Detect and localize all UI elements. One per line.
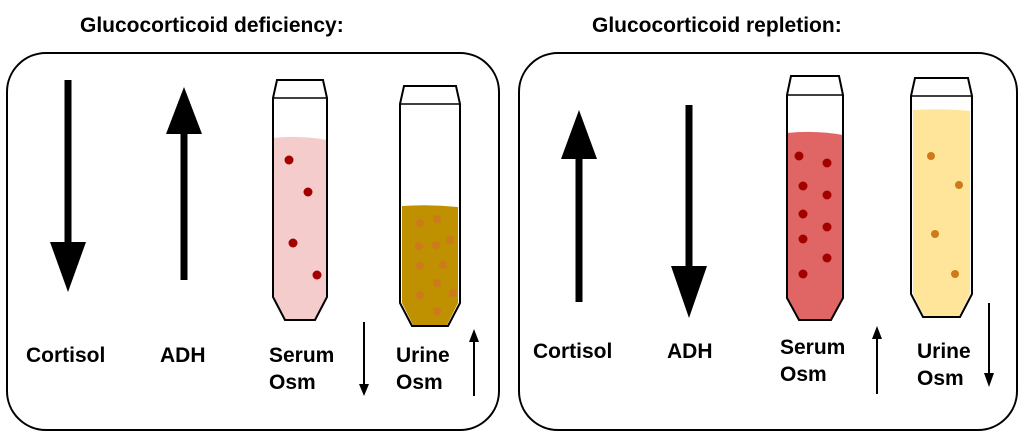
deficiency-title: Glucocorticoid deficiency: [80, 14, 344, 37]
repletion-serum-label: Serum Osm [780, 334, 845, 388]
deficiency-adh-label: ADH [160, 344, 206, 367]
repletion-urine-osm-arrow [984, 303, 994, 387]
repletion-cortisol-arrow [561, 110, 597, 302]
deficiency-urine-label: Urine Osm [396, 342, 450, 396]
repletion-urine-tube [910, 77, 973, 318]
deficiency-cortisol-label: Cortisol [26, 344, 106, 367]
repletion-urine-label: Urine Osm [917, 338, 971, 392]
deficiency-serum-osm-arrow [359, 322, 369, 396]
deficiency-cortisol-arrow [50, 80, 86, 292]
repletion-cortisol-label: Cortisol [533, 340, 613, 363]
deficiency-serum-label-line1: Serum [269, 344, 335, 367]
deficiency-adh-arrow [166, 87, 202, 280]
deficiency-urine-label-line1: Urine [396, 344, 450, 367]
repletion-serum-osm-arrow [872, 326, 882, 394]
repletion-serum-tube [786, 75, 844, 321]
repletion-urine-label-line2: Osm [917, 367, 964, 390]
repletion-urine-label-line1: Urine [917, 340, 971, 363]
deficiency-urine-tube [399, 85, 461, 327]
deficiency-serum-label: Serum Osm [269, 342, 334, 396]
deficiency-serum-tube [272, 79, 328, 321]
deficiency-urine-label-line2: Osm [396, 371, 443, 394]
repletion-title: Glucocorticoid repletion: [592, 14, 842, 37]
repletion-adh-arrow [671, 105, 707, 318]
deficiency-serum-label-line2: Osm [269, 371, 316, 394]
repletion-adh-label: ADH [667, 340, 713, 363]
repletion-serum-label-line2: Osm [780, 363, 827, 386]
deficiency-urine-osm-arrow [469, 329, 479, 396]
repletion-serum-label-line1: Serum [780, 336, 846, 359]
